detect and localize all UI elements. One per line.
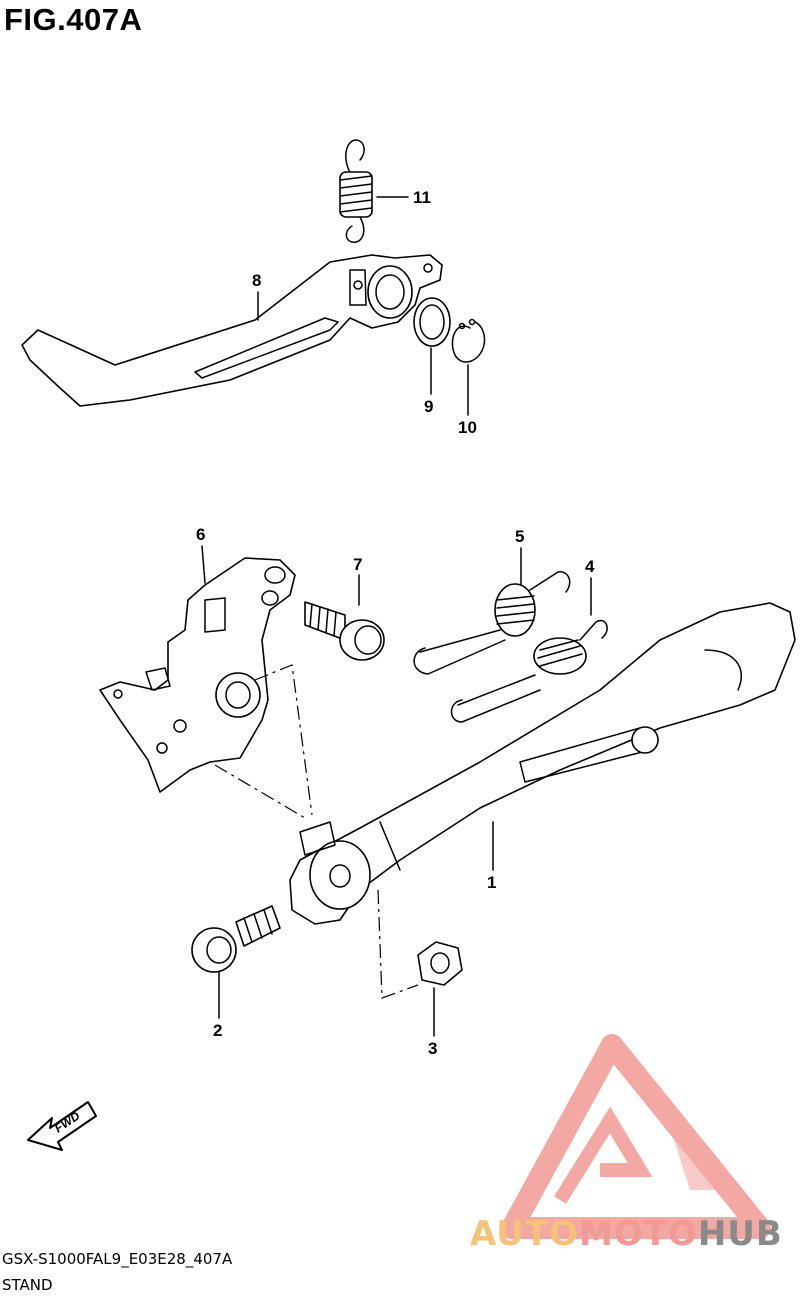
callout-9: 9: [424, 397, 433, 416]
watermark-auto: AUTO: [470, 1214, 579, 1254]
callout-3: 3: [428, 1039, 437, 1058]
watermark-logo: [501, 1034, 771, 1239]
part-8-lever[interactable]: [21, 254, 443, 407]
part-2-bolt[interactable]: [191, 905, 281, 973]
callout-4: 4: [585, 557, 595, 576]
part-10-circlip[interactable]: [451, 318, 486, 363]
callout-7: 7: [353, 555, 362, 574]
callout-2: 2: [213, 1021, 222, 1040]
section-name: STAND: [2, 1276, 53, 1294]
leader-lines: [201, 196, 592, 1037]
part-3-nut[interactable]: [417, 941, 463, 986]
part-5-spring[interactable]: [413, 571, 571, 675]
watermark-text: AUTOMOTOHUB: [470, 1214, 783, 1254]
callout-11: 11: [413, 188, 431, 207]
callout-1: 1: [487, 873, 496, 892]
assembly-lines: [214, 664, 419, 999]
callout-10: 10: [458, 418, 477, 437]
model-code: GSX-S1000FAL9_E03E28_407A: [2, 1250, 233, 1268]
callout-6: 6: [196, 525, 205, 544]
part-11-spring[interactable]: [339, 139, 373, 243]
callout-8: 8: [252, 271, 261, 290]
part-7-bolt[interactable]: [304, 601, 385, 661]
part-6-bracket[interactable]: [99, 557, 296, 793]
watermark-hub: HUB: [697, 1214, 783, 1254]
part-1-side-stand[interactable]: [289, 602, 796, 925]
watermark-moto: MOTO: [578, 1214, 698, 1254]
fwd-arrow-icon: FWD: [27, 1101, 97, 1151]
part-4-spring[interactable]: [450, 619, 608, 723]
part-9-washer[interactable]: [413, 297, 451, 347]
callout-5: 5: [515, 527, 524, 546]
figure-title: FIG.407A: [4, 2, 143, 37]
